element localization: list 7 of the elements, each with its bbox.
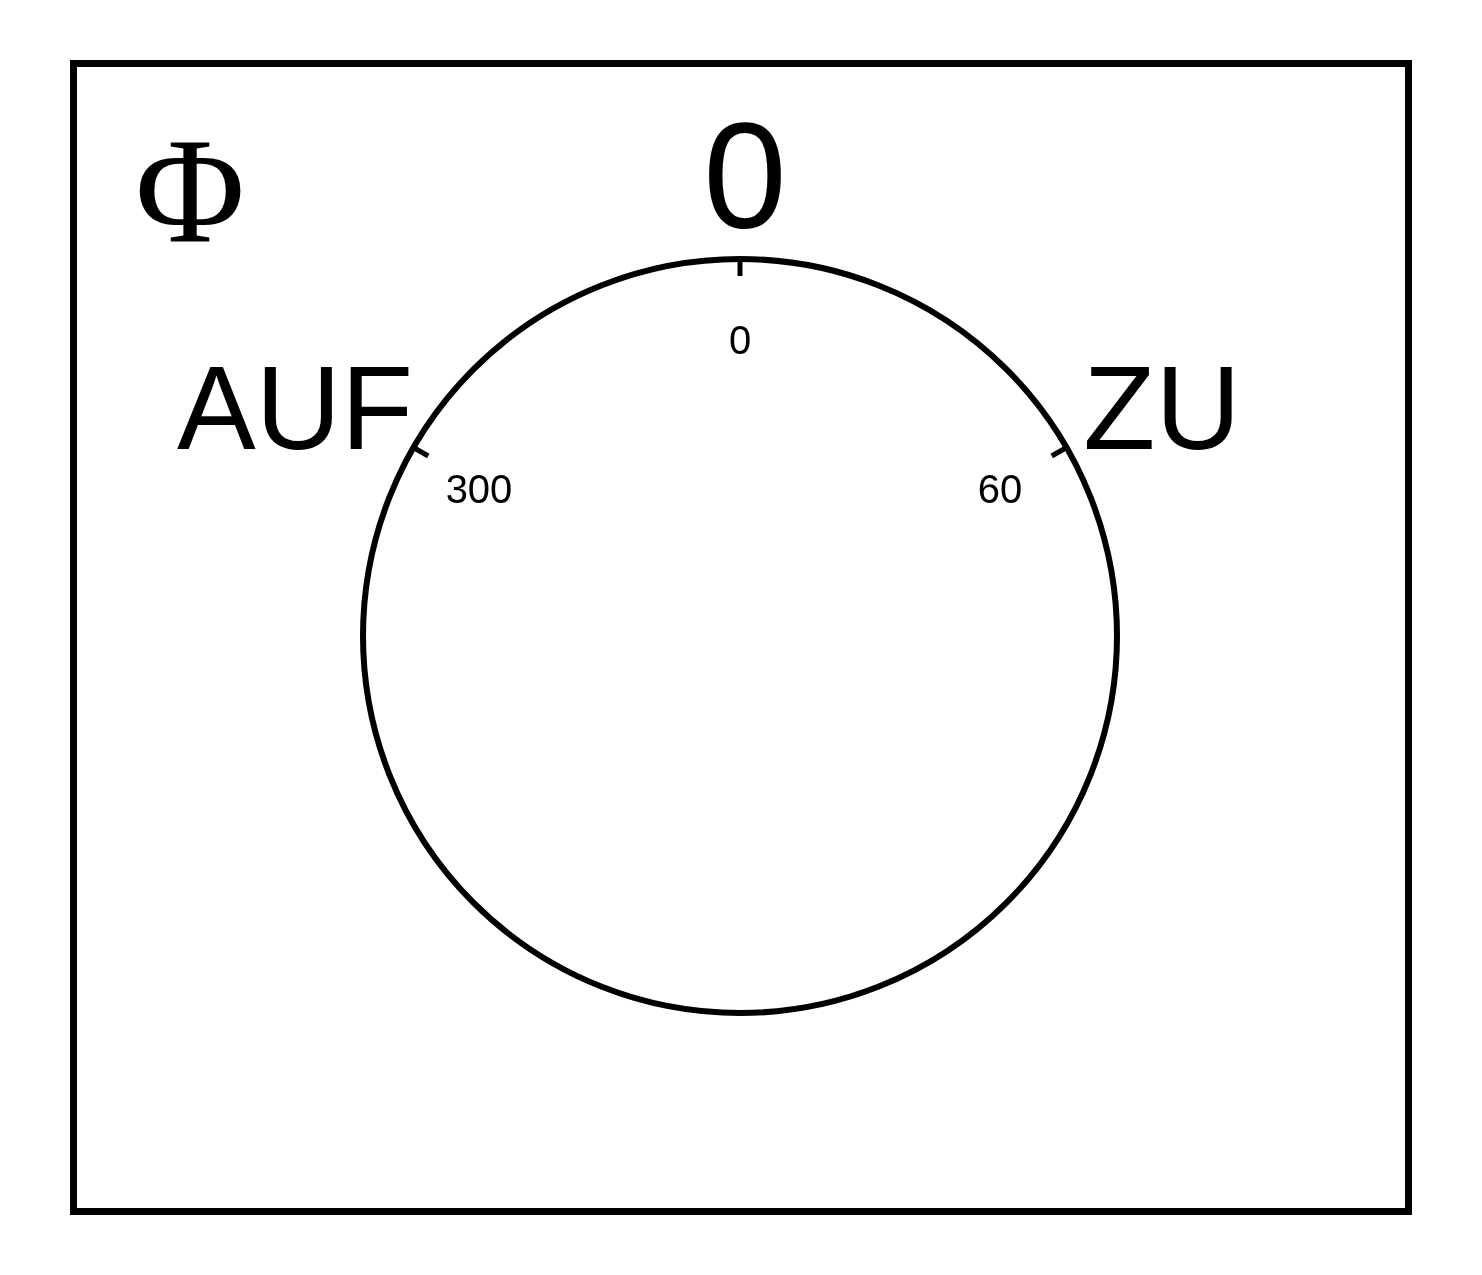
phi-symbol: Φ: [135, 115, 245, 265]
position-label: AUF: [177, 349, 413, 467]
position-label: 0: [703, 101, 787, 251]
angle-label: 60: [977, 469, 1023, 509]
angle-label: 0: [728, 320, 752, 360]
angle-label: 300: [445, 469, 513, 509]
position-label: ZU: [1083, 349, 1241, 467]
